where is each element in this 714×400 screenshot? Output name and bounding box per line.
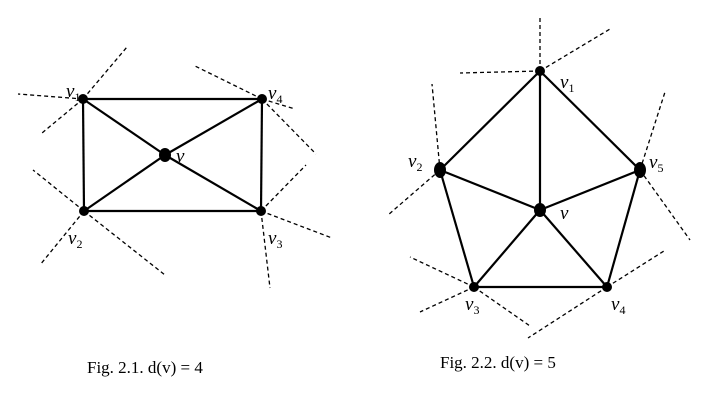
- figure-2-2: v1 v2 v5 v v3 v4 Fig. 2.2. d(v) = 5: [387, 17, 691, 372]
- label-v1: v1: [560, 72, 574, 95]
- vertex-v4: [602, 282, 612, 292]
- label-v2: v2: [408, 151, 422, 174]
- vertex-v2: [434, 162, 446, 178]
- label-v1: v1: [66, 81, 80, 104]
- label-v3: v3: [268, 228, 282, 251]
- vertex-v3: [256, 206, 266, 216]
- vertices-fig1: [78, 94, 267, 216]
- dashed-edges-fig2: [387, 17, 691, 339]
- solid-edges-fig1: [81, 97, 264, 213]
- label-v2: v2: [68, 228, 82, 251]
- vertex-v-center: [159, 148, 171, 162]
- label-v-center: v: [176, 146, 185, 167]
- dashed-edges-fig1: [17, 46, 333, 289]
- caption-fig1: Fig. 2.1. d(v) = 4: [87, 358, 203, 377]
- label-v4: v4: [268, 83, 282, 106]
- figure-2-1: v1 v4 v v2 v3 Fig. 2.1. d(v) = 4: [17, 46, 333, 377]
- vertex-v5: [634, 162, 646, 178]
- vertex-v4: [257, 94, 267, 104]
- caption-fig2: Fig. 2.2. d(v) = 5: [440, 353, 556, 372]
- label-v-center: v: [560, 203, 569, 224]
- vertex-v-center: [534, 203, 546, 217]
- label-v3: v3: [465, 294, 479, 317]
- label-v4: v4: [611, 294, 625, 317]
- vertices-fig2: [434, 66, 646, 292]
- vertex-v1: [535, 66, 545, 76]
- label-v5: v5: [649, 152, 663, 175]
- vertex-v3: [469, 282, 479, 292]
- vertex-v1: [78, 94, 88, 104]
- vertex-v2: [79, 206, 89, 216]
- solid-edges-fig2: [438, 70, 642, 289]
